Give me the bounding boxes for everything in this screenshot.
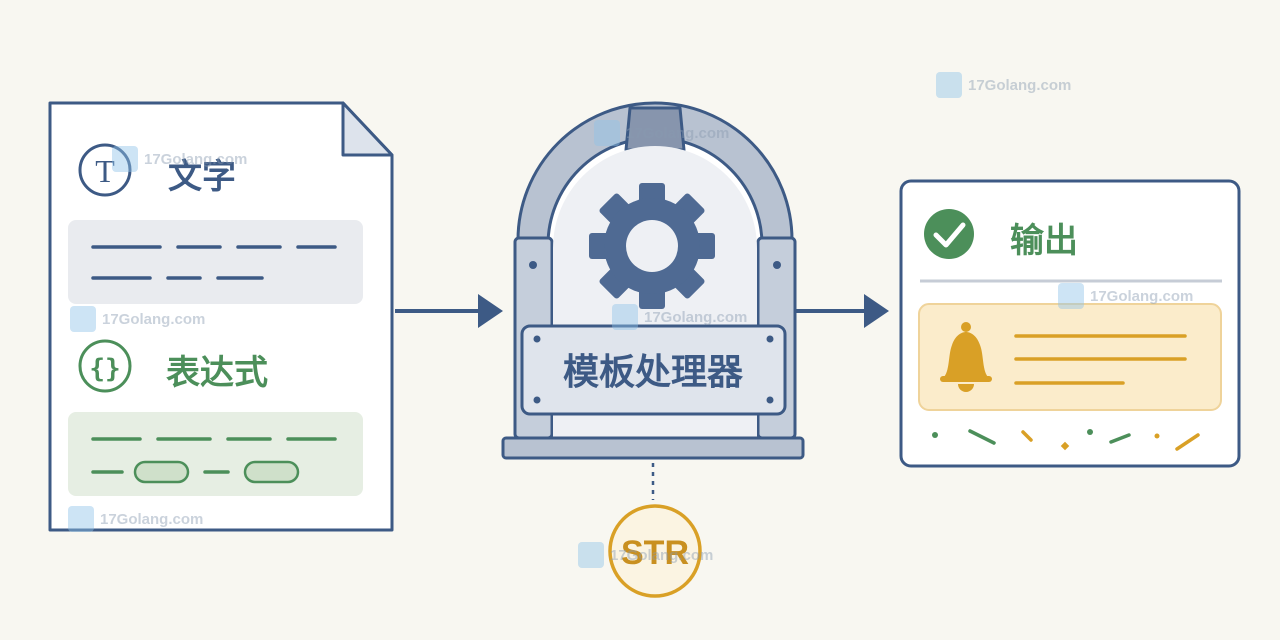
processor-label: 模板处理器 xyxy=(563,352,744,393)
svg-text:17Golang.com: 17Golang.com xyxy=(102,311,205,328)
arrow-input-to-processor xyxy=(395,294,503,328)
text-lines-panel xyxy=(68,220,363,304)
svg-text:17Golang.com: 17Golang.com xyxy=(626,125,729,142)
expression-section-label: 表达式 xyxy=(166,353,268,393)
notification-panel xyxy=(918,303,1222,411)
processor-label-plate xyxy=(520,324,787,416)
confetti xyxy=(932,429,1200,451)
watermark: 17Golang.com xyxy=(1058,283,1193,309)
svg-text:17Golang.com: 17Golang.com xyxy=(968,77,1071,94)
template-processor-machine: 模板处理器 xyxy=(501,101,805,460)
output-label: 输出 xyxy=(1010,221,1078,261)
expression-placeholder-pill xyxy=(243,460,300,484)
text-t-icon: T xyxy=(78,143,132,197)
svg-text:17Golang.com: 17Golang.com xyxy=(1090,288,1193,305)
gear-icon xyxy=(589,183,715,309)
watermark: 17Golang.com xyxy=(594,120,729,146)
output-card: 输出 xyxy=(899,179,1241,468)
notification-lines xyxy=(1014,334,1187,385)
watermark: 17Golang.com xyxy=(612,304,747,330)
page-fold xyxy=(341,101,394,157)
svg-text:17Golang.com: 17Golang.com xyxy=(610,547,713,564)
svg-text:17Golang.com: 17Golang.com xyxy=(144,151,247,168)
watermark: 17Golang.com xyxy=(68,506,203,532)
input-document: T 文字 {} 表达式 xyxy=(48,101,394,532)
watermark: 17Golang.com xyxy=(70,306,205,332)
machine-top-cap xyxy=(624,106,686,152)
expression-placeholder-pill xyxy=(133,460,190,484)
watermark: 17Golang.com xyxy=(936,72,1071,98)
expression-lines-panel xyxy=(68,412,363,496)
machine-base xyxy=(501,436,805,460)
svg-text:T: T xyxy=(95,153,115,189)
check-circle-icon xyxy=(924,209,974,259)
braces-icon: {} xyxy=(78,339,132,393)
arrow-processor-to-output xyxy=(790,294,889,328)
svg-text:17Golang.com: 17Golang.com xyxy=(100,511,203,528)
svg-text:{}: {} xyxy=(89,354,120,384)
watermarks: 17Golang.com 17Golang.com 17Golang.com 1… xyxy=(68,72,1193,568)
watermark: 17Golang.com xyxy=(578,542,713,568)
text-section-label: 文字 xyxy=(168,157,236,197)
bell-icon xyxy=(940,322,992,392)
watermark: 17Golang.com xyxy=(112,146,247,172)
svg-text:17Golang.com: 17Golang.com xyxy=(644,309,747,326)
str-badge-label: STR xyxy=(621,534,689,572)
str-badge: STR xyxy=(608,504,702,598)
